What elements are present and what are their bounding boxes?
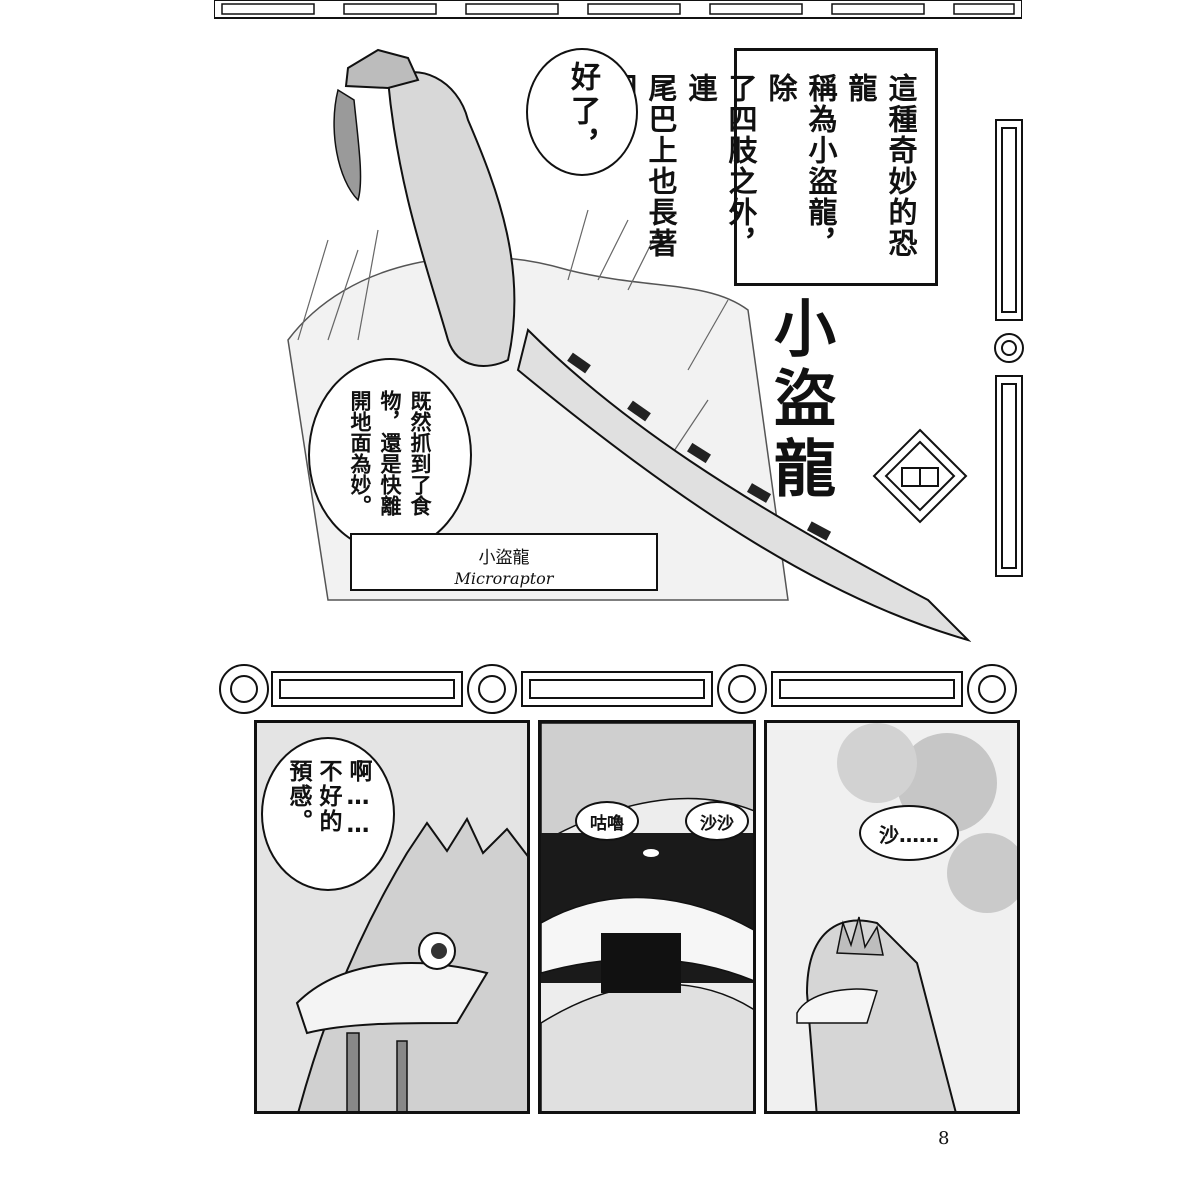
speech-line: 物，還是快離	[378, 390, 402, 516]
speech-bubble-top: 好了，	[526, 48, 638, 176]
panel-1-speech-bubble: 啊…… 不好的 預感。	[261, 737, 395, 891]
caption-line: 稱為小盜龍，除	[764, 73, 838, 259]
sfx-gulu: 咕嚕	[575, 801, 639, 841]
right-ornament-border	[994, 119, 1024, 577]
caption-line: 尾巴上也長著羽	[604, 73, 678, 259]
panel-1: 啊…… 不好的 預感。	[254, 720, 530, 1114]
panel-3-illustration	[767, 723, 1017, 1111]
species-title: 小盜龍	[763, 296, 836, 506]
species-name-label: 小盜龍 Microraptor	[350, 533, 658, 591]
panel-3-speech-bubble: 沙……	[859, 805, 959, 861]
panel-2: 咕嚕 沙沙	[538, 720, 756, 1114]
seal-ornament	[872, 428, 968, 524]
speech-line: 啊……	[345, 759, 371, 840]
caption-line: 這種奇妙的恐龍	[844, 73, 918, 259]
panel-3: 沙……	[764, 720, 1020, 1114]
speech-bubble-left: 既然抓到了食 物，還是快離 開地面為妙。	[308, 358, 472, 552]
middle-ornament-border	[219, 664, 1017, 714]
caption-line: 了四肢之外，連	[684, 73, 758, 259]
speech-line: 預感。	[285, 759, 311, 834]
narration-caption-text: 這種奇妙的恐龍 稱為小盜龍，除 了四肢之外，連 尾巴上也長著羽 毛。	[561, 73, 921, 273]
page-number: 8	[938, 1128, 950, 1149]
sfx-shasha: 沙沙	[685, 801, 749, 841]
narration-caption-box: 這種奇妙的恐龍 稱為小盜龍，除 了四肢之外，連 尾巴上也長著羽 毛。	[564, 48, 938, 286]
speech-line: 既然抓到了食	[408, 390, 432, 516]
speech-line: 開地面為妙。	[348, 390, 372, 516]
speech-line: 不好的	[315, 759, 341, 834]
panel-2-illustration	[541, 723, 753, 1111]
panel-1-illustration	[257, 723, 527, 1111]
top-ornament-border	[214, 0, 1022, 19]
species-name-chinese: 小盜龍	[478, 548, 530, 568]
species-name-latin: Microraptor	[454, 569, 554, 588]
speech-bubble-top-text: 好了，	[565, 61, 600, 163]
